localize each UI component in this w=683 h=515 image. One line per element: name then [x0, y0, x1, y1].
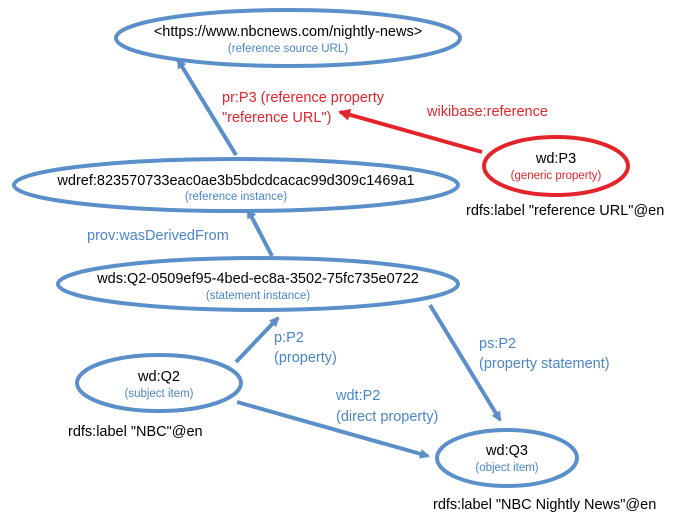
node-reference-instance-sub: (reference instance) [185, 191, 287, 203]
edge-subject-to-statement [234, 316, 280, 364]
node-object-item[interactable]: wd:Q3 (object item) [435, 428, 579, 488]
edge-labels: pr:P3 (reference property "reference URL… [87, 90, 610, 425]
node-object-item-sub: (object item) [475, 462, 538, 474]
edge-label-p-p2-line1: p:P2 [274, 330, 304, 346]
node-subject-item[interactable]: wd:Q2 (subject item) [75, 353, 243, 413]
node-reference-url-label: <https://www.nbcnews.com/nightly-news> [154, 24, 422, 40]
edge-statement-to-object [428, 303, 502, 422]
node-generic-property[interactable]: wd:P3 (generic property) [482, 135, 630, 197]
rdfs-label-p3: rdfs:label "reference URL"@en [466, 203, 664, 219]
edge-label-p-p2-line2: (property) [274, 350, 337, 366]
rdfs-label-q3: rdfs:label "NBC Nightly News"@en [433, 497, 656, 513]
edge-label-wdt-p2-line1: wdt:P2 [335, 388, 380, 404]
node-reference-instance[interactable]: wdref:823570733eac0ae3b5bdcdcacac99d309c… [12, 157, 460, 213]
node-reference-instance-label: wdref:823570733eac0ae3b5bdcdcacac99d309c… [56, 173, 414, 189]
node-object-item-label: wd:Q3 [485, 443, 528, 459]
edge-label-wdt-p2-line2: (direct property) [336, 409, 438, 425]
rdfs-labels: rdfs:label "reference URL"@en rdfs:label… [68, 203, 664, 513]
edge-label-ps-p2-line1: ps:P2 [479, 336, 516, 352]
node-statement-instance-sub: (statement instance) [206, 290, 310, 302]
node-subject-item-sub: (subject item) [124, 388, 193, 400]
edge-p3-to-pr-label [338, 108, 483, 154]
rdfs-label-q2: rdfs:label "NBC"@en [68, 424, 203, 440]
node-reference-url[interactable]: <https://www.nbcnews.com/nightly-news> (… [114, 8, 462, 68]
edge-label-pr-p3-line2: "reference URL") [222, 110, 331, 126]
edge-label-pr-p3-line1: pr:P3 (reference property [222, 90, 385, 106]
edge-label-wikibase-reference: wikibase:reference [426, 104, 548, 120]
edge-label-was-derived-from: prov:wasDerivedFrom [87, 228, 229, 244]
edges [176, 58, 502, 459]
edge-label-ps-p2-line2: (property statement) [479, 356, 610, 372]
node-statement-instance-label: wds:Q2-0509ef95-4bed-ec8a-3502-75fc735e0… [96, 271, 419, 287]
edge-ref-instance-to-url [176, 58, 238, 157]
node-statement-instance[interactable]: wds:Q2-0509ef95-4bed-ec8a-3502-75fc735e0… [56, 256, 460, 312]
node-generic-property-sub: (generic property) [511, 170, 602, 182]
node-reference-url-sub: (reference source URL) [228, 43, 348, 55]
edge-subject-to-object [236, 400, 430, 459]
node-subject-item-label: wd:Q2 [137, 369, 180, 385]
node-generic-property-label: wd:P3 [535, 151, 576, 167]
edge-statement-to-ref-instance [246, 208, 274, 257]
